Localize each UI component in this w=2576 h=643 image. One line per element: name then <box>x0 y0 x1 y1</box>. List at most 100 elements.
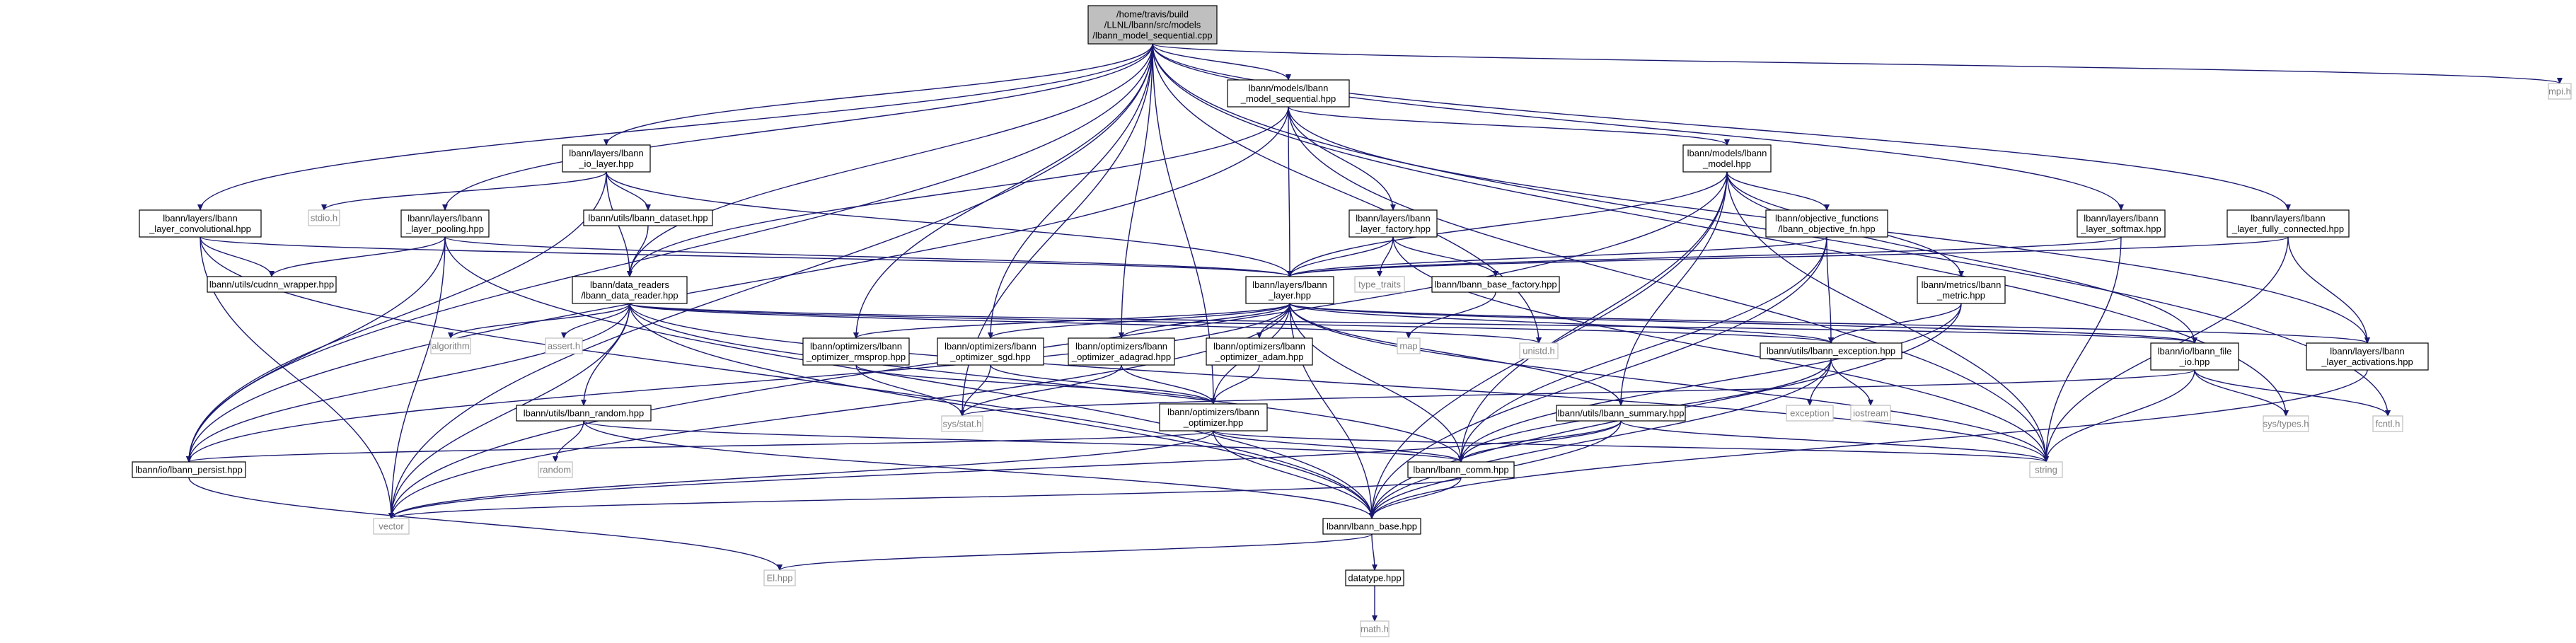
node-box <box>1159 403 1268 431</box>
node-label: sys/stat.h <box>943 419 982 429</box>
node-fc[interactable]: lbann/layers/lbann_layer_fully_connected… <box>2226 209 2350 238</box>
node-box <box>1556 405 1686 422</box>
node-io-layer[interactable]: lbann/layers/lbann_io_layer.hpp <box>562 144 651 173</box>
edge-root-to-softmax <box>1152 43 2124 211</box>
edge-random-to-base <box>583 420 1375 519</box>
node-box <box>308 209 340 226</box>
node-rmsprop[interactable]: lbann/optimizers/lbann_optimizer_rmsprop… <box>802 337 910 366</box>
edge-layer-to-sgd <box>988 303 1290 339</box>
node-box <box>538 461 573 478</box>
node-pool[interactable]: lbann/layers/lbann_layer_pooling.hpp <box>400 209 490 238</box>
node-comm[interactable]: lbann/lbann_comm.hpp <box>1407 461 1515 478</box>
node-label: lbann/utils/lbann_dataset.hpp <box>588 213 707 224</box>
edge-persist-to-el <box>188 477 782 571</box>
edge-io_layer-to-layer <box>606 171 1293 277</box>
node-label: lbann/lbann_comm.hpp <box>1413 465 1508 475</box>
node-adagrad[interactable]: lbann/optimizers/lbann_optimizer_adagrad… <box>1068 337 1175 366</box>
edge-pool-to-cudnn <box>269 236 446 277</box>
edge-model_seq-to-data_reader <box>627 106 1289 277</box>
node-label: lbann/lbann_base_factory.hpp <box>1434 279 1556 290</box>
node-exception-hpp[interactable]: lbann/utils/lbann_exception.hpp <box>1760 342 1902 359</box>
edge-data_reader-to-unistd <box>629 303 1542 344</box>
node-string: string <box>2029 461 2063 478</box>
node-label: lbann/io/lbann_file <box>2158 346 2232 357</box>
edge-model_seq-to-string <box>1288 106 2049 463</box>
node-activations[interactable]: lbann/layers/lbann_layer_activations.hpp <box>2306 342 2429 371</box>
node-summary[interactable]: lbann/utils/lbann_summary.hpp <box>1556 405 1686 422</box>
edge-factory-to-base_factory <box>1392 236 1498 277</box>
node-model[interactable]: lbann/models/lbann_model.hpp <box>1682 144 1772 173</box>
edge-adam-to-optimizer <box>1211 364 1260 405</box>
edge-io_layer-to-persist <box>186 171 607 463</box>
node-label: _model.hpp <box>1702 158 1751 169</box>
node-box <box>516 405 652 422</box>
node-model-seq[interactable]: lbann/models/lbann_model_sequential.hpp <box>1227 79 1350 108</box>
edge-model-to-string <box>1726 171 2049 463</box>
node-optimizer[interactable]: lbann/optimizers/lbann_optimizer.hpp <box>1159 403 1268 431</box>
node-box <box>572 276 688 304</box>
edge-root-to-fc <box>1152 43 2291 211</box>
node-label: exception <box>1790 408 1830 419</box>
edge-file_io-to-sys_stat <box>959 369 2195 417</box>
edge-summary-to-comm <box>1458 420 1622 463</box>
node-box <box>1345 569 1404 586</box>
node-label: string <box>2035 465 2057 475</box>
node-sgd[interactable]: lbann/optimizers/lbann_optimizer_sgd.hpp <box>937 337 1044 366</box>
edge-pool-to-base <box>444 236 1375 519</box>
node-label: sys/types.h <box>2263 419 2309 429</box>
node-math: math.h <box>1360 620 1390 637</box>
edge-data_reader-to-assert <box>561 303 630 339</box>
node-conv[interactable]: lbann/layers/lbann_layer_convolutional.h… <box>139 209 262 238</box>
node-data-reader[interactable]: lbann/data_readers/lbann_data_reader.hpp <box>572 276 688 304</box>
edge-model-to-layer <box>1287 171 1728 277</box>
node-random[interactable]: lbann/utils/lbann_random.hpp <box>516 405 652 422</box>
node-base-factory[interactable]: lbann/lbann_base_factory.hpp <box>1431 276 1560 293</box>
node-adam[interactable]: lbann/optimizers/lbann_optimizer_adam.hp… <box>1206 337 1313 366</box>
node-objfn[interactable]: lbann/objective_functions/lbann_objectiv… <box>1765 209 1888 238</box>
edge-model_seq-to-persist <box>186 106 1289 463</box>
node-datatype[interactable]: datatype.hpp <box>1345 569 1404 586</box>
node-dataset[interactable]: lbann/utils/lbann_dataset.hpp <box>583 209 713 226</box>
node-label: stdio.h <box>311 213 337 224</box>
node-label: lbann/layers/lbann <box>163 213 238 224</box>
node-label: lbann/layers/lbann <box>2330 346 2405 357</box>
node-box <box>2306 342 2429 371</box>
node-file-io[interactable]: lbann/io/lbann_file_io.hpp <box>2150 342 2239 371</box>
edge-base_factory-to-map <box>1406 291 1496 339</box>
node-label: math.h <box>1361 624 1389 635</box>
node-label: algorithm <box>432 341 469 352</box>
node-root[interactable]: /home/travis/build/LLNL/lbann/src/models… <box>1087 5 1218 45</box>
edge-softmax-to-layer <box>1287 236 2122 277</box>
edge-objfn-to-exception_hpp <box>1826 236 1834 344</box>
edge-data_reader-to-base <box>629 303 1375 519</box>
node-iostream: iostream <box>1850 405 1891 422</box>
node-label: unistd.h <box>1523 346 1555 357</box>
edge-optimizer-to-string <box>1213 430 2049 463</box>
node-label: lbann/data_readers <box>590 279 670 290</box>
node-box <box>1397 337 1421 354</box>
node-label: map <box>1399 341 1417 352</box>
edge-fc-to-activations <box>2287 236 2370 344</box>
node-box <box>1850 405 1891 422</box>
node-metric[interactable]: lbann/metrics/lbann_metric.hpp <box>1917 276 2006 304</box>
node-persist[interactable]: lbann/io/lbann_persist.hpp <box>132 461 246 478</box>
edge-root-to-adagrad <box>1119 43 1153 339</box>
node-factory[interactable]: lbann/layers/lbann_layer_factory.hpp <box>1348 209 1438 238</box>
edge-model-to-comm <box>1458 171 1728 463</box>
edge-file_io-to-fcntl <box>2194 369 2391 417</box>
edge-root-to-mpi <box>1152 43 2563 84</box>
edge-comm-to-base <box>1369 477 1462 519</box>
node-softmax[interactable]: lbann/layers/lbann_layer_softmax.hpp <box>2077 209 2166 238</box>
node-label: type_traits <box>1358 279 1401 290</box>
node-layer: /home/travis/build/LLNL/lbann/src/models… <box>132 5 2572 637</box>
node-base[interactable]: lbann/lbann_base.hpp <box>1322 518 1421 535</box>
node-label: lbann/layers/lbann <box>408 213 483 224</box>
node-box <box>400 209 490 238</box>
node-layer[interactable]: lbann/layers/lbann_layer.hpp <box>1245 276 1334 304</box>
node-box <box>802 337 910 366</box>
edge-layer-to-persist <box>186 303 1290 463</box>
node-cudnn[interactable]: lbann/utils/cudnn_wrapper.hpp <box>207 276 337 293</box>
edge-file_io-to-sys_types <box>2194 369 2289 417</box>
edge-root-to-persist <box>186 43 1153 463</box>
